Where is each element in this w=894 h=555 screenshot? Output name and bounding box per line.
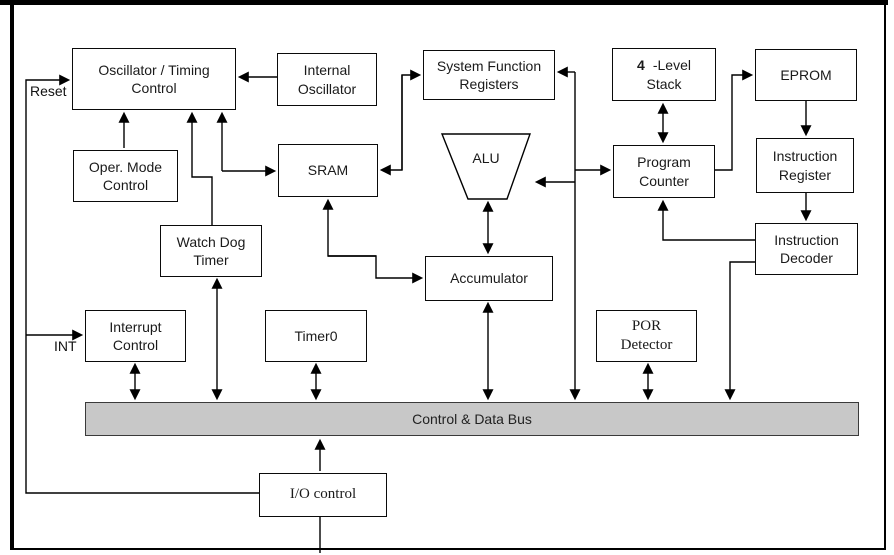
stack-level-suffix: -Level — [652, 57, 691, 74]
alu-shape — [440, 133, 531, 200]
block-watch-dog-timer: Watch Dog Timer — [160, 225, 262, 277]
block-eprom-label: EPROM — [780, 66, 832, 83]
block-alu-label: ALU — [472, 150, 500, 166]
control-data-bus: Control & Data Bus — [85, 402, 859, 436]
block-io-control-label: I/O control — [289, 486, 357, 503]
block-system-function-registers-label: System Function Registers — [436, 57, 542, 92]
block-interrupt-control: Interrupt Control — [85, 310, 186, 362]
block-instruction-decoder-label: Instruction Decoder — [774, 231, 839, 266]
block-eprom: EPROM — [755, 49, 857, 101]
connector-staircase-to-sram — [322, 198, 376, 257]
block-por-detector-label: POR Detector — [620, 317, 673, 354]
block-oper-mode-control-label: Oper. Mode Control — [88, 158, 163, 193]
frame-left-border — [10, 5, 14, 550]
connector-program-counter-to-eprom — [715, 69, 754, 171]
block-instruction-decoder: Instruction Decoder — [755, 223, 858, 275]
block-accumulator-label: Accumulator — [450, 270, 528, 287]
block-four-level-stack-label: 4 -Level Stack — [637, 56, 691, 92]
block-accumulator: Accumulator — [425, 256, 553, 301]
block-system-function-registers: System Function Registers — [423, 50, 555, 100]
block-internal-oscillator-label: Internal Oscillator — [297, 62, 357, 97]
frame-top-border — [0, 0, 888, 5]
reset-signal-label: Reset — [30, 83, 67, 99]
block-oscillator-timing-control: Oscillator / Timing Control — [72, 48, 236, 110]
block-sram: SRAM — [278, 144, 378, 197]
connector-sram-to-sfr — [401, 69, 422, 170]
block-oper-mode-control: Oper. Mode Control — [73, 150, 178, 202]
block-oscillator-timing-control-label: Oscillator / Timing Control — [98, 61, 210, 96]
frame-bottom-border — [10, 548, 886, 550]
stack-word: Stack — [646, 75, 682, 92]
connector-sfr-to-sram — [379, 75, 403, 176]
block-timer0: Timer0 — [265, 310, 367, 362]
connector-decoder-to-bus — [724, 261, 755, 401]
connector-decoder-to-program-counter — [657, 199, 755, 241]
block-por-detector: POR Detector — [596, 310, 697, 362]
block-four-level-stack: 4 -Level Stack — [612, 48, 716, 101]
control-data-bus-label: Control & Data Bus — [412, 411, 532, 427]
block-watch-dog-timer-label: Watch Dog Timer — [176, 233, 246, 268]
block-internal-oscillator: Internal Oscillator — [277, 53, 377, 106]
block-program-counter-label: Program Counter — [637, 154, 691, 189]
block-program-counter: Program Counter — [613, 145, 715, 198]
stack-level-count: 4 — [637, 57, 645, 74]
connector-wdt-to-otc — [186, 111, 213, 225]
frame-right-border — [884, 5, 886, 550]
connector-io-control-reset-line — [25, 74, 259, 494]
connector-staircase-to-accumulator — [328, 255, 424, 284]
block-interrupt-control-label: Interrupt Control — [109, 318, 162, 353]
block-instruction-register-label: Instruction Register — [772, 148, 838, 183]
block-timer0-label: Timer0 — [294, 327, 338, 344]
block-instruction-register: Instruction Register — [756, 138, 854, 193]
block-io-control: I/O control — [259, 473, 387, 517]
block-sram-label: SRAM — [307, 162, 349, 179]
int-signal-label: INT — [54, 338, 77, 354]
